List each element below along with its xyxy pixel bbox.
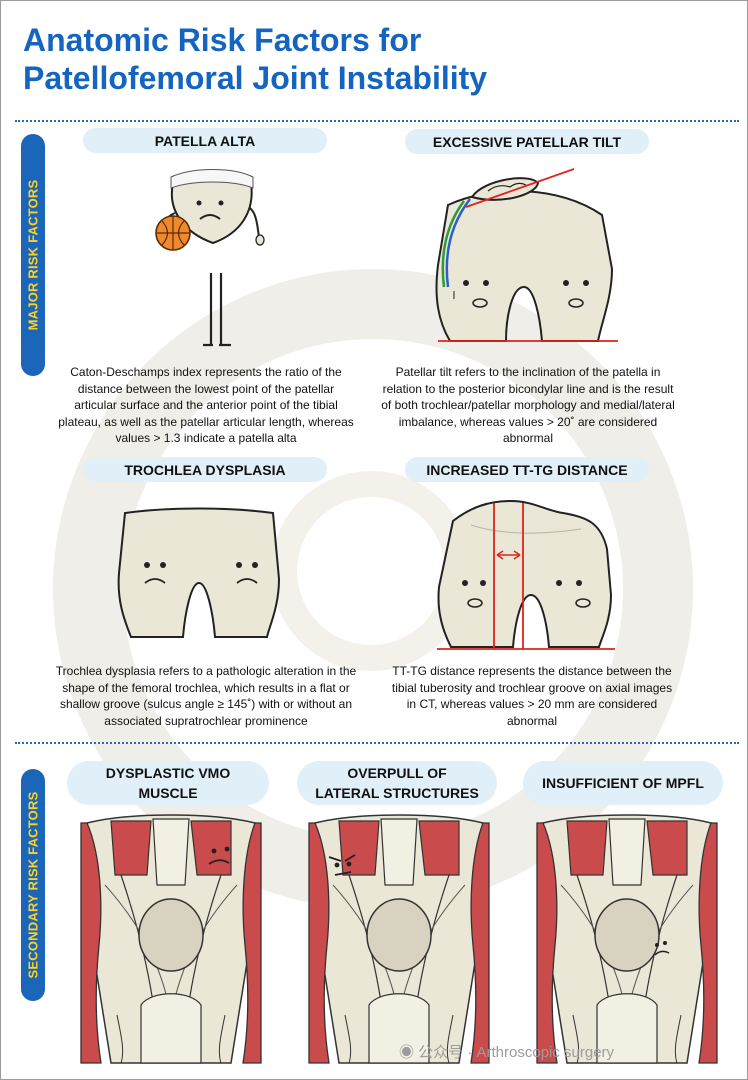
divider-top	[15, 120, 739, 122]
factor-title: EXCESSIVE PATELLAR TILT	[432, 133, 622, 150]
trochlea-dysplasia-illustration	[117, 507, 281, 638]
title-line-1: Anatomic Risk Factors for	[23, 22, 422, 58]
patellar-tilt-illustration	[435, 168, 618, 342]
factor-title-line-1: DYSPLASTIC VMO	[105, 765, 231, 781]
pill-dysplastic-vmo: DYSPLASTIC VMO MUSCLE	[67, 761, 269, 805]
factor-title: PATELLA ALTA	[154, 132, 256, 149]
wechat-icon: ◉	[399, 1044, 419, 1061]
knee-muscle-icon	[80, 814, 262, 1064]
patella-alta-description: Caton-Deschamps index represents the rat…	[58, 365, 354, 445]
knee-muscle-illustration-mpfl	[536, 814, 718, 1064]
factor-title-line-2: LATERAL STRUCTURES	[315, 785, 479, 801]
knee-muscle-illustration-overpull	[308, 814, 490, 1064]
pill-overpull-lateral: OVERPULL OF LATERAL STRUCTURES	[297, 761, 497, 805]
divider-middle	[15, 742, 739, 744]
patella-alta-illustration	[155, 169, 265, 347]
femur-condyle-icon	[117, 507, 281, 638]
pill-trochlea-dysplasia: TROCHLEA DYSPLASIA	[83, 457, 327, 482]
factor-title: TROCHLEA DYSPLASIA	[124, 461, 286, 478]
title-line-2: Patellofemoral Joint Instability	[23, 60, 488, 96]
knee-muscle-icon	[308, 814, 490, 1064]
factor-title: INCREASED TT-TG DISTANCE	[426, 461, 628, 478]
femur-condyle-icon	[437, 499, 613, 648]
pill-insufficient-mpfl: INSUFFICIENT OF MPFL	[523, 761, 723, 805]
factor-title: INSUFFICIENT OF MPFL	[542, 775, 704, 791]
pill-patellar-tilt: EXCESSIVE PATELLAR TILT	[405, 129, 649, 154]
sidebar-secondary: SECONDARY RISK FACTORS	[21, 769, 45, 1001]
sidebar-major-label: MAJOR RISK FACTORS	[25, 179, 41, 331]
trochlea-dysplasia-description: Trochlea dysplasia refers to a pathologi…	[55, 664, 357, 728]
patellar-tilt-description: Patellar tilt refers to the inclination …	[381, 365, 675, 445]
pill-tt-tg-distance: INCREASED TT-TG DISTANCE	[405, 457, 649, 482]
knee-muscle-illustration-vmo	[80, 814, 262, 1064]
footer-watermark: ◉ 公众号 · Arthroscopic surgery	[399, 1041, 614, 1062]
page-title: Anatomic Risk Factors for Patellofemoral…	[23, 21, 487, 97]
face-weak	[654, 941, 670, 956]
pill-patella-alta: PATELLA ALTA	[83, 128, 327, 153]
sidebar-secondary-label: SECONDARY RISK FACTORS	[25, 791, 41, 979]
face-sad	[208, 846, 230, 865]
femur-condyle-icon	[435, 190, 614, 342]
sidebar-major: MAJOR RISK FACTORS	[21, 134, 45, 376]
tt-tg-description: TT-TG distance represents the distance b…	[391, 664, 673, 728]
footer-text: 公众号 · Arthroscopic surgery	[418, 1044, 615, 1061]
tt-tg-distance-illustration	[437, 499, 615, 650]
factor-title-line-2: MUSCLE	[138, 785, 198, 801]
factor-title-line-1: OVERPULL OF	[347, 765, 447, 781]
knee-muscle-icon	[536, 814, 718, 1064]
face-angry	[328, 854, 356, 876]
